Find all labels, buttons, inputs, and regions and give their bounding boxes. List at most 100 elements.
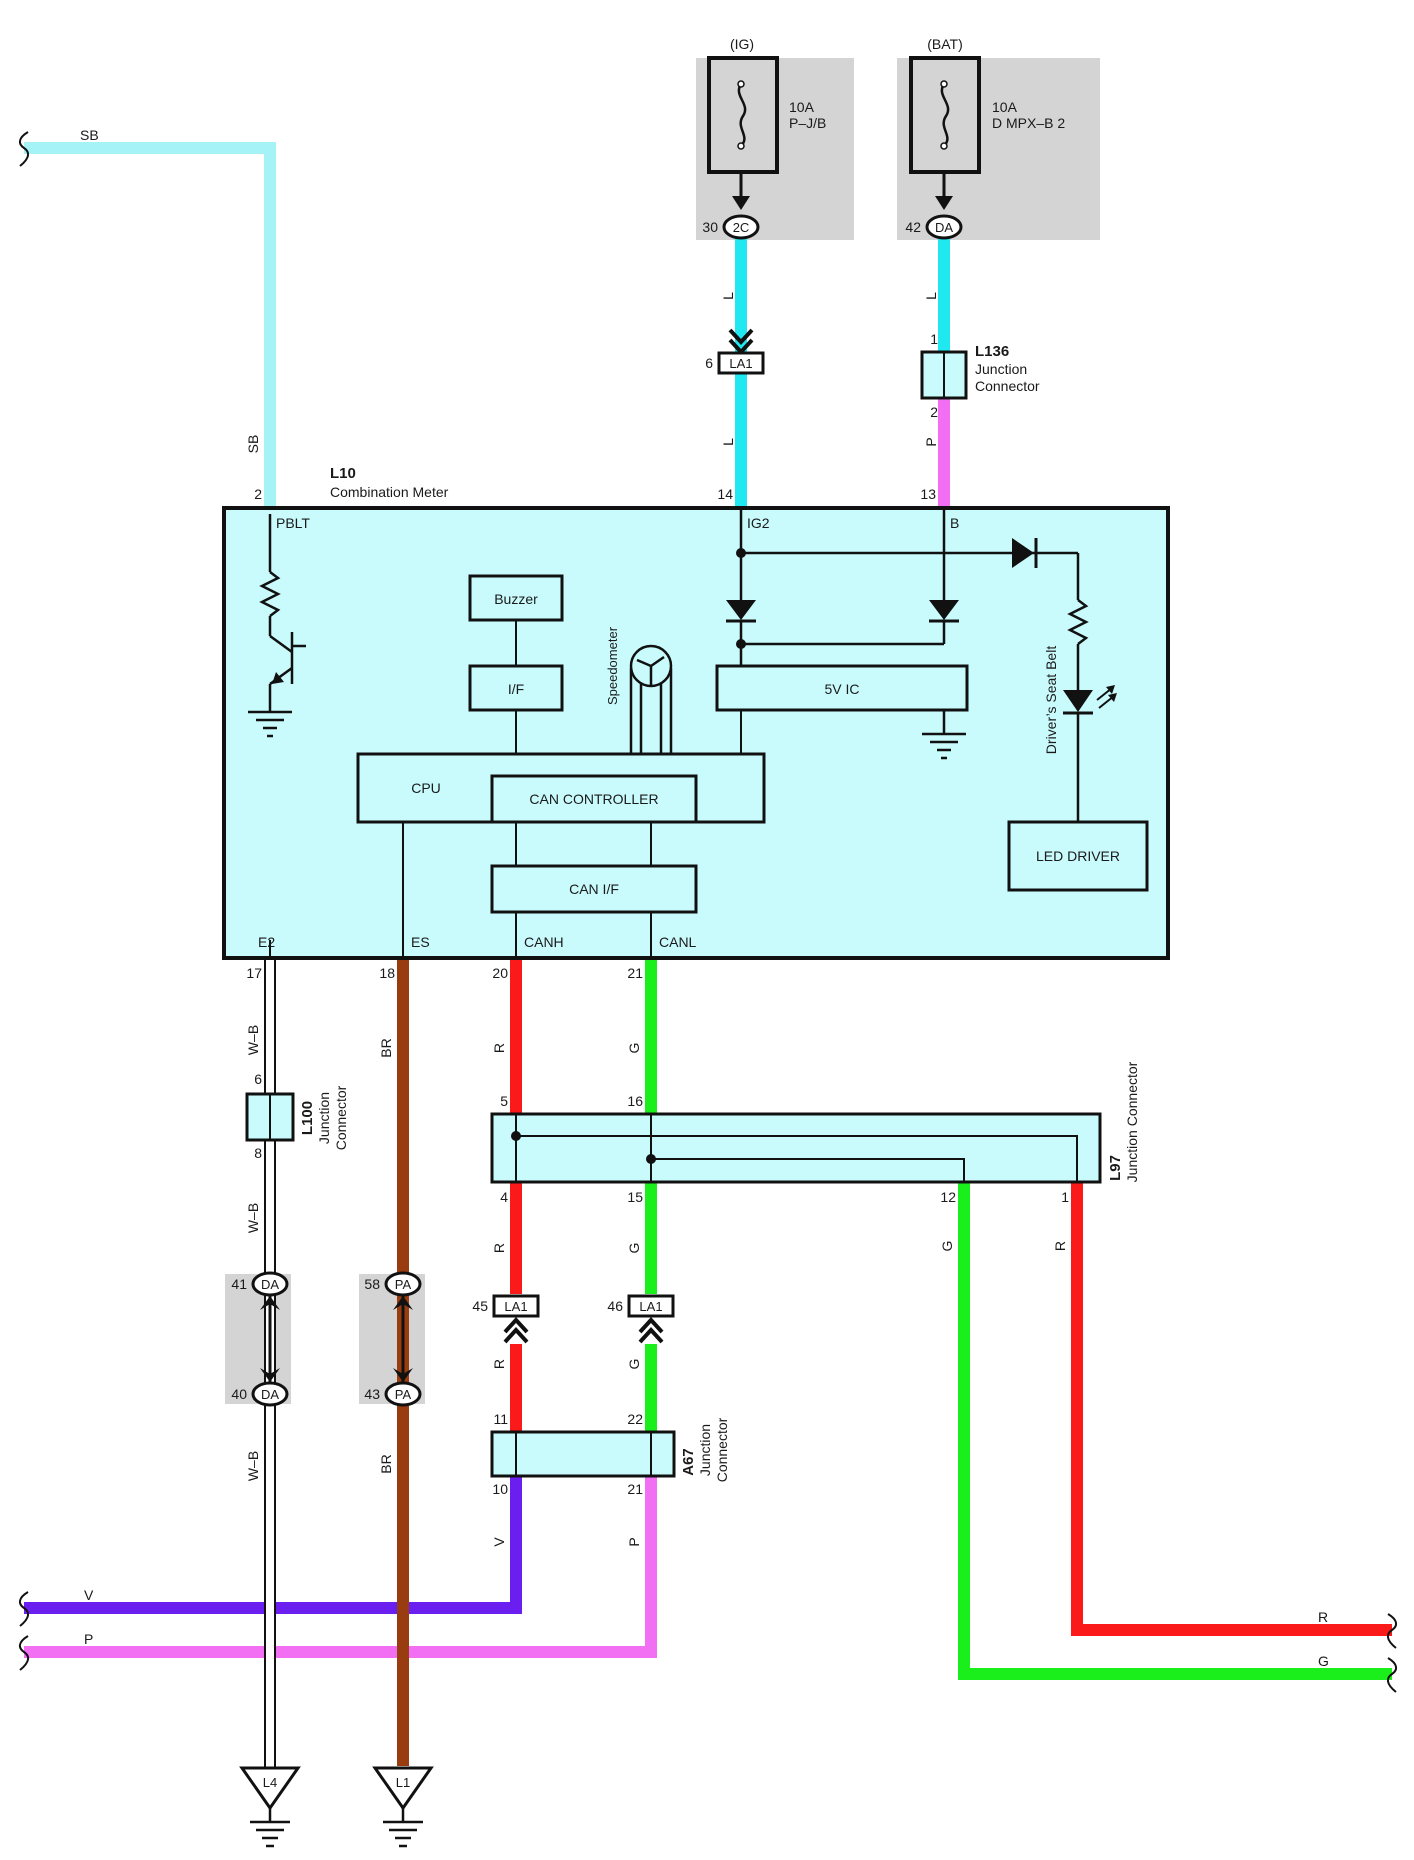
seat-belt-led-icon (1063, 690, 1093, 712)
l97-pin-h-in: 5 (500, 1093, 508, 1109)
pin-pblt-name: PBLT (276, 515, 310, 531)
pin-canl-name: CANL (659, 934, 697, 950)
wire-ig-l-label-lower: L (720, 438, 736, 446)
l97-pin-l-out: 15 (627, 1189, 643, 1205)
buzzer-block (468, 574, 564, 622)
wire-v (24, 1476, 522, 1614)
l136-line1: Junction (975, 361, 1027, 377)
pin-b-name: B (950, 515, 959, 531)
a67-line1: Junction (697, 1424, 713, 1476)
wire-canl-label-upper: G (626, 1043, 642, 1054)
wire-canh-label-middle: R (491, 1243, 507, 1253)
pa-connector-background (359, 1274, 425, 1404)
pin-e2-num: 17 (246, 965, 262, 981)
la1-45-connector (492, 1294, 540, 1318)
pin-e2-name: E2 (258, 934, 275, 950)
fuse-ig-rating: 10A (789, 99, 815, 115)
a67-line2: Connector (714, 1417, 730, 1482)
wire-bat-l-label: L (923, 292, 939, 300)
l136-pin-out: 2 (930, 404, 938, 420)
pin-canl-num: 21 (627, 965, 643, 981)
wire-l97-g (958, 1182, 1392, 1680)
wire-l97-r-label: R (1052, 1241, 1068, 1251)
pa-upper-pin: 58 (364, 1276, 380, 1292)
bus-v-label: V (84, 1587, 94, 1603)
break-mark (18, 131, 30, 167)
pblt-transistor-arrow (272, 672, 284, 684)
diode-ig2 (726, 600, 756, 620)
pblt-resistor (259, 514, 281, 636)
svg-text:CPU: CPU (411, 780, 441, 796)
can-controller-block (490, 774, 698, 824)
can-if-block (490, 864, 698, 914)
break-mark (1386, 1613, 1398, 1649)
wire-es-label-upper: BR (378, 1038, 394, 1057)
wire-p-label-side: P (626, 1537, 642, 1546)
l97-internal-lines (515, 1114, 1078, 1182)
l100-pin-in: 6 (254, 1071, 262, 1087)
la1-ig-pin: 6 (705, 355, 713, 371)
svg-text:LA1: LA1 (504, 1299, 527, 1314)
fuse-bat-name: D MPX–B 2 (992, 115, 1065, 131)
diode-led-feed (1012, 538, 1034, 568)
break-mark (18, 1591, 30, 1627)
pin-canh-num: 20 (492, 965, 508, 981)
pblt-transistor (268, 632, 306, 712)
fuse-ig-supply: (IG) (730, 36, 754, 52)
l97-pin-l-in: 16 (627, 1093, 643, 1109)
seat-belt-label: Driver’s Seat Belt (1043, 646, 1059, 755)
la1-46-connector (627, 1294, 675, 1318)
diode-b (929, 600, 959, 620)
bus-g-label: G (1318, 1653, 1329, 1669)
junction-dot (736, 639, 746, 649)
svg-text:DA: DA (935, 220, 953, 235)
ground-icon (248, 710, 292, 738)
svg-text:LA1: LA1 (729, 356, 752, 371)
wire-canl-label-middle: G (626, 1243, 642, 1254)
svg-text:2C: 2C (733, 220, 750, 235)
svg-text:DA: DA (261, 1277, 279, 1292)
wire-sb-label-top: SB (80, 127, 99, 143)
svg-text:5V IC: 5V IC (824, 681, 859, 697)
bus-r-label: R (1318, 1609, 1328, 1625)
pin-es-name: ES (411, 934, 430, 950)
da-lower-pin: 40 (231, 1386, 247, 1402)
l97-code: L97 (1107, 1155, 1124, 1181)
ground-l4-label: L4 (263, 1775, 277, 1790)
wire-ig-l-label-upper: L (720, 292, 736, 300)
fuse-bat-connector (925, 214, 963, 240)
wire-canh-label-lower: R (491, 1359, 507, 1369)
l100-pin-out: 8 (254, 1145, 262, 1161)
svg-text:LED DRIVER: LED DRIVER (1036, 848, 1120, 864)
a67-pin-p: 21 (627, 1481, 643, 1497)
a67-junction-connector (490, 1430, 676, 1478)
bus-p-label: P (84, 1631, 93, 1647)
l97-pin-r: 1 (1061, 1189, 1069, 1205)
wire-canh-label-upper: R (491, 1043, 507, 1053)
la1-46-pin: 46 (607, 1298, 623, 1314)
da-connector-pair (251, 1271, 289, 1407)
wire-canl-label-lower: G (626, 1359, 642, 1370)
fuse-ig-connector (722, 214, 760, 240)
fuse-ig-name: P–J/B (789, 115, 826, 131)
a67-code: A67 (680, 1448, 697, 1476)
wire-es-label-lower: BR (378, 1454, 394, 1473)
l136-line2: Connector (975, 378, 1040, 394)
wire-v-label-side: V (491, 1537, 507, 1547)
meter-name: Combination Meter (330, 484, 449, 500)
meter-code: L10 (330, 465, 356, 482)
svg-text:PA: PA (395, 1277, 412, 1292)
ground-l4-icon (239, 1766, 301, 1848)
svg-text:CAN I/F: CAN I/F (569, 881, 619, 897)
fuse-bat-pin: 42 (905, 219, 921, 235)
pa-connector-pair (384, 1271, 422, 1407)
svg-text:I/F: I/F (508, 681, 524, 697)
pin-canh-name: CANH (524, 934, 564, 950)
da-connector-background (225, 1274, 291, 1404)
l97-junction-connector (490, 1112, 1102, 1184)
fuse-bat (909, 56, 981, 174)
junction-dot (736, 548, 746, 558)
fuse-bat-element (940, 83, 950, 147)
l97-pin-h-out: 4 (500, 1189, 508, 1205)
